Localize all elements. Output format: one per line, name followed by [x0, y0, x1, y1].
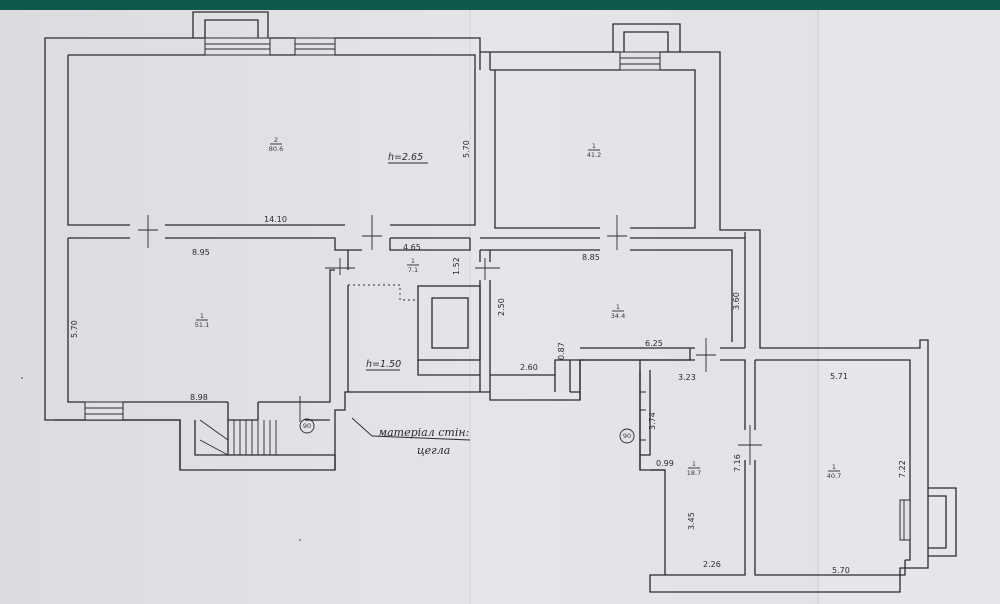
dim-152: 1.52: [452, 257, 461, 275]
room-1-area: 80.6: [269, 145, 283, 153]
marker-circle-1: [299, 418, 315, 434]
dim-374: 3.74: [648, 412, 657, 430]
legend-line-2: цегла: [417, 444, 450, 457]
room-6-number: 1: [692, 460, 696, 468]
dim-571: 5.71: [830, 372, 848, 381]
chimney-outer: [417, 285, 481, 361]
marker-circle-2: [619, 428, 635, 444]
door-marks: [138, 215, 762, 465]
room-2-number: 1: [592, 142, 596, 150]
windows: [84, 37, 911, 541]
room-7-area: 40.7: [827, 472, 841, 480]
dim-360: 3.60: [732, 292, 741, 310]
height-label-low: h=1.50: [366, 359, 401, 370]
room-6-area: 18.7: [687, 469, 701, 477]
dim-570-left: 5.70: [70, 320, 79, 338]
dim-099: 0.99: [656, 459, 674, 468]
stairs: [199, 419, 277, 456]
dim-260: 2.60: [520, 363, 538, 372]
dim-570-bottom: 5.70: [832, 566, 850, 575]
marker-1-label: 90: [303, 422, 311, 430]
dimension-labels: h=2.65 h=1.50 5.70 14.10 8.95 4.65 1.52 …: [70, 140, 907, 575]
dim-722: 7.22: [898, 460, 907, 478]
room-1-number: 2: [274, 136, 278, 144]
dim-323: 3.23: [678, 373, 696, 382]
room-4-number: 1: [411, 257, 415, 265]
material-legend: матеріал стін: цегла: [351, 417, 471, 457]
dim-885: 8.85: [582, 253, 600, 262]
room-3-number: 1: [200, 312, 204, 320]
dim-898: 8.98: [190, 393, 208, 402]
dim-087: 0.87: [557, 342, 566, 360]
left-lower-room-walls: [55, 237, 349, 470]
dim-716: 7.16: [733, 454, 742, 472]
legend-line-1: матеріал стін:: [378, 426, 469, 439]
central-walls: [348, 232, 746, 393]
roof-vents: [192, 11, 957, 557]
dim-250: 2.50: [497, 298, 506, 316]
room-7-number: 1: [832, 463, 836, 471]
exterior-walls: [44, 37, 929, 593]
dim-895: 8.95: [192, 248, 210, 257]
room-3-area: 51.1: [195, 321, 209, 329]
room-labels: 2 80.6 1 41.2 1 51.1 1 7.1 1 34.4 1 18.7…: [195, 136, 841, 480]
dim-345: 3.45: [687, 512, 696, 530]
room-5-area: 34.4: [611, 312, 625, 320]
room-2-area: 41.2: [587, 151, 601, 159]
section-markers: 90 90: [299, 418, 635, 444]
marker-2-label: 90: [623, 432, 631, 440]
dim-625: 6.25: [645, 339, 663, 348]
right-lower-walls: [579, 359, 911, 576]
dim-226: 2.26: [703, 560, 721, 569]
dim-1410: 14.10: [264, 215, 287, 224]
room-4-area: 7.1: [408, 266, 418, 274]
dim-570-top: 5.70: [462, 140, 471, 158]
room-5-number: 1: [616, 303, 620, 311]
chimney-inner: [431, 297, 469, 349]
height-label-main: h=2.65: [388, 152, 423, 163]
dim-465: 4.65: [403, 243, 421, 252]
